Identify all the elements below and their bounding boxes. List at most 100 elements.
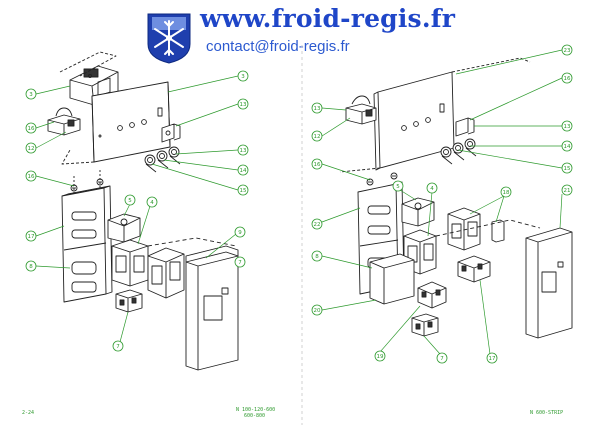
callout-right-18 (500, 186, 512, 198)
callout-right-12 (311, 130, 323, 142)
callout-label: 22 (314, 222, 321, 228)
callout-right-5 (392, 180, 404, 192)
callout-label: 13 (240, 148, 247, 154)
left-exploded-diagram (47, 51, 239, 371)
callout-label: 21 (564, 188, 571, 194)
right-exploded-diagram (339, 57, 573, 339)
footer-page-number: 2-24 (22, 410, 35, 416)
contactor-left (111, 239, 149, 287)
callout-right-23 (561, 44, 573, 56)
indicator-lights (144, 146, 181, 173)
callout-right-21 (561, 184, 573, 196)
callout-left-5 (124, 194, 136, 206)
callout-left-3b (237, 70, 249, 82)
callout-left-7a (234, 256, 246, 268)
callout-label: 14 (240, 168, 247, 174)
site-url: www.froid-regis.fr (200, 4, 456, 33)
callout-label: 12 (28, 146, 35, 152)
switch-13 (161, 123, 181, 143)
callout-right-8 (311, 250, 323, 262)
callout-label: 16 (314, 162, 321, 168)
footer-reference-right: N 600-STRIP (530, 410, 564, 416)
callout-right-19 (374, 350, 386, 362)
callout-left-16a (25, 122, 37, 134)
callout-label: 16 (28, 126, 35, 132)
callout-left-17 (25, 230, 37, 242)
callout-label: 16 (564, 76, 571, 82)
callout-right-22 (311, 218, 323, 230)
callout-label: 3 (241, 74, 245, 80)
callout-left-13a (237, 98, 249, 110)
contact-email: contact@froid-regis.fr (206, 38, 350, 55)
callout-right-20 (311, 304, 323, 316)
callout-label: 7 (440, 356, 444, 362)
callout-label: 18 (503, 190, 510, 196)
callout-label: 20 (314, 308, 321, 314)
transformer-box (369, 253, 415, 305)
callout-label: 5 (128, 198, 132, 204)
callout-label: 8 (315, 254, 319, 260)
cover-panel-left (185, 245, 239, 371)
mounting-plate (91, 81, 171, 163)
callout-label: 8 (29, 264, 33, 270)
din-frame (61, 185, 113, 303)
switch-right (455, 117, 475, 137)
callout-label: 7 (238, 260, 242, 266)
callout-right-17 (486, 352, 498, 364)
callout-label: 4 (150, 200, 154, 206)
callout-right-4 (426, 182, 438, 194)
contactor-left-2 (147, 247, 185, 299)
callout-left-15 (237, 184, 249, 196)
left-leaders (35, 75, 239, 343)
terminal-block-right-2 (457, 255, 491, 283)
footer-reference-left: N 100-120-600 (236, 407, 276, 413)
callout-right-13b (561, 120, 573, 132)
callout-left-4 (146, 196, 158, 208)
callout-left-9 (234, 226, 246, 238)
callout-right-13a (311, 102, 323, 114)
small-relay-right (345, 95, 377, 125)
callout-left-7b (112, 340, 124, 352)
indicator-lights-right (440, 138, 477, 165)
contactor-right-2 (447, 207, 481, 251)
snowflake-logo-icon (147, 13, 191, 64)
footer-reference-left-2: 600-800 (244, 413, 266, 419)
left-callouts (25, 70, 249, 352)
terminal-block-right-3 (411, 313, 439, 337)
callout-label: 13 (314, 106, 321, 112)
callout-label: 15 (564, 166, 571, 172)
callout-right-15 (561, 162, 573, 174)
breaker-right (401, 197, 435, 227)
callout-right-16b (311, 158, 323, 170)
callout-label: 13 (564, 124, 571, 130)
callout-left-8 (25, 260, 37, 272)
terminal-block-right (417, 281, 447, 309)
small-relay-left (47, 107, 81, 136)
aux-contact-right (491, 219, 505, 243)
callout-label: 16 (28, 174, 35, 180)
callout-label: 23 (564, 48, 571, 54)
callout-label: 4 (430, 186, 434, 192)
callout-label: 5 (396, 184, 400, 190)
callout-left-3a (25, 88, 37, 100)
callout-left-16b (25, 170, 37, 182)
callout-label: 7 (116, 344, 120, 350)
mounting-plate-right (373, 71, 455, 171)
callout-label: 13 (240, 102, 247, 108)
callout-label: 17 (28, 234, 35, 240)
right-callouts (311, 44, 573, 364)
callout-label: 15 (240, 188, 247, 194)
terminal-block-left (115, 289, 143, 313)
callout-right-16a (561, 72, 573, 84)
callout-left-14 (237, 164, 249, 176)
callout-right-14 (561, 140, 573, 152)
callout-label: 12 (314, 134, 321, 140)
right-leaders (321, 49, 563, 355)
callout-label: 19 (377, 354, 384, 360)
callout-label: 14 (564, 144, 571, 150)
callout-left-13b (237, 144, 249, 156)
callout-right-7 (436, 352, 448, 364)
callout-label: 3 (29, 92, 33, 98)
